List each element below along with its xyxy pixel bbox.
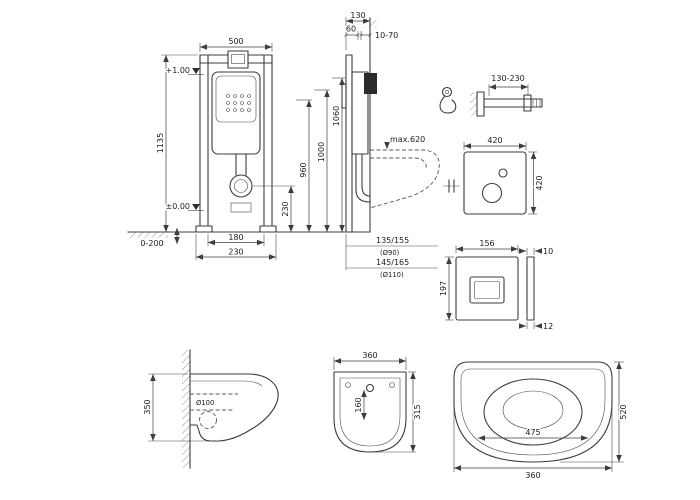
- dim-small-inner: 160: [354, 397, 363, 412]
- level-mark-floor: [192, 204, 200, 210]
- dim-frame-height: 1135: [156, 133, 165, 153]
- side-rail: [345, 54, 353, 233]
- wall-hatch-bowl: [182, 350, 190, 468]
- bowl-profile: [189, 373, 279, 442]
- flush-plate-drawing: 156 197 10 12: [438, 238, 555, 333]
- bowl-rim: [483, 378, 583, 446]
- dim-plate-thickness-bottom: 12: [543, 322, 553, 331]
- dim-1000: 1000: [317, 142, 326, 162]
- mount-hole-right: [389, 382, 395, 388]
- flush-unit: [227, 50, 249, 69]
- dim-plate-width: 156: [479, 239, 494, 248]
- dim-sound-width: 420: [487, 136, 502, 145]
- dim-large-inner: 475: [525, 428, 540, 437]
- thickness-icon: [443, 179, 460, 193]
- dim-frame-width: 500: [228, 37, 243, 46]
- dim-floor-level: ±0.00: [165, 202, 190, 211]
- flush-unit-inner: [231, 54, 245, 64]
- sound-insulation-set: 420 420: [443, 135, 545, 215]
- flush-plate-face: [455, 256, 519, 321]
- cistern-inner: [215, 75, 257, 123]
- center-hole: [365, 383, 375, 393]
- frame-rail-left: [199, 54, 209, 227]
- outlet-bracket: [230, 202, 252, 213]
- dim-plate-height: 197: [439, 281, 448, 296]
- level-mark-upper: [192, 68, 200, 74]
- frame-front-dimensions: 500 1135 +1.00 ±0.00 0-200 180 230 230 9…: [139, 36, 345, 260]
- dim-outlet-b: 145/165: [376, 258, 409, 267]
- drain-pipe-dashed: [199, 411, 217, 429]
- dim-outlet-b-dia: (Ø110): [380, 271, 404, 279]
- wall-bracket-detail: 130-230: [470, 73, 543, 117]
- bracket-rod: [483, 98, 543, 108]
- flush-button-inner: [474, 281, 500, 299]
- side-cistern: [351, 71, 369, 155]
- wall-hatch: [370, 18, 377, 28]
- dim-foot-spacing: 180: [228, 233, 243, 242]
- sound-mat-hole-large: [481, 182, 503, 204]
- dim-upper-level: +1.00: [165, 66, 190, 75]
- dim-outlet-a-dia: (Ø90): [380, 249, 400, 257]
- dim-front-depth: 60: [346, 25, 356, 34]
- cistern-texture: [226, 94, 251, 112]
- dim-drain-dia: Ø100: [196, 399, 214, 407]
- wall-bracket-block: [364, 73, 377, 94]
- bracket-wall-plate: [476, 91, 485, 117]
- sound-mat-hole-small: [498, 168, 508, 178]
- dim-bowl-height: 350: [143, 399, 152, 414]
- dim-large-depth: 520: [619, 404, 628, 419]
- bracket-wall-hatch: [470, 92, 477, 116]
- outlet-bend: [229, 174, 253, 198]
- bowl-outline-dashed: [369, 149, 440, 209]
- dim-bracket-range: 130-230: [491, 74, 524, 83]
- frame-foot-left: [195, 225, 213, 233]
- bowl-side-view: Ø100 350: [142, 349, 279, 469]
- flush-plate-profile: [526, 256, 535, 321]
- bracket-clamp: [523, 94, 532, 112]
- bowl-top-view-large: 475 520 360: [453, 361, 629, 481]
- dim-outlet-height: 230: [281, 201, 290, 216]
- dim-1060: 1060: [332, 106, 341, 126]
- dim-large-width: 360: [525, 471, 540, 480]
- frame-front-view: [127, 50, 371, 238]
- dim-outlet-a: 135/155: [376, 236, 409, 245]
- dim-small-width: 360: [362, 351, 377, 360]
- anchor-icon: [439, 86, 457, 114]
- floor-hatch: [128, 232, 168, 238]
- frame-foot-right: [259, 225, 277, 233]
- frame-side-view: 130 60 10-70 max.620 135/155 (Ø90) 145/1…: [341, 10, 440, 280]
- dim-small-depth: 315: [413, 404, 422, 419]
- bowl-top-view-small: 360 160 315: [333, 350, 423, 453]
- bowl-small-outline: [333, 371, 407, 453]
- mount-hole-left: [345, 382, 351, 388]
- bowl-large-outline: [453, 361, 613, 463]
- dim-max620: max.620: [390, 135, 425, 144]
- dim-plate-thickness-top: 10: [543, 247, 553, 256]
- flush-button-outer: [469, 276, 505, 304]
- dim-base: 230: [228, 248, 243, 257]
- dim-foot-adjust: 0-200: [140, 239, 163, 248]
- side-flush-plate: [341, 83, 347, 109]
- dim-sound-height: 420: [535, 175, 544, 190]
- sound-mat: [463, 151, 527, 215]
- dim-wall-gap: 10-70: [375, 31, 398, 40]
- cistern: [211, 71, 261, 155]
- dim-960: 960: [299, 162, 308, 177]
- dim-depth: 130: [350, 11, 365, 20]
- frame-rail-right: [263, 54, 273, 227]
